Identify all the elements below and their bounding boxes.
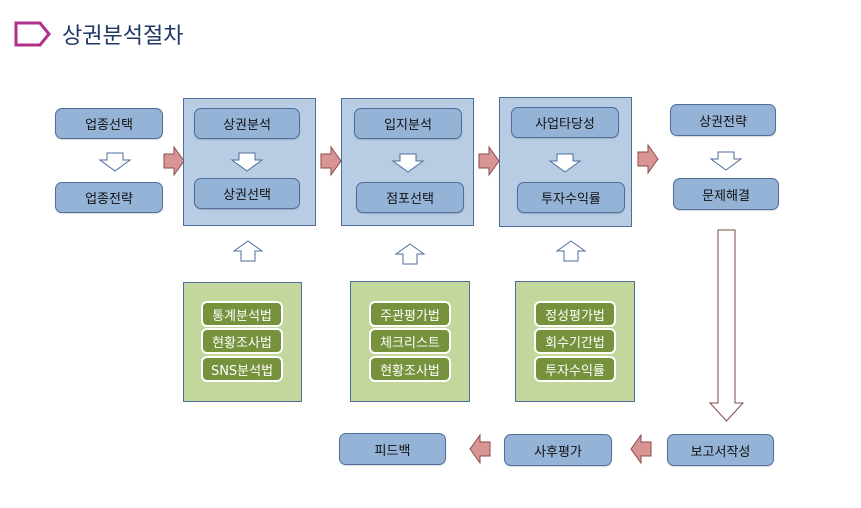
down-arrow-icon <box>391 153 425 173</box>
right-arrow-icon <box>637 143 659 175</box>
location-analysis-box: 입지분석 <box>354 108 462 139</box>
method-item: 정성평가법 <box>534 301 616 327</box>
method-item: 회수기간법 <box>534 328 616 354</box>
right-arrow-icon <box>163 145 185 177</box>
page-title: 상권분석절차 <box>62 24 184 49</box>
method-item: 체크리스트 <box>369 328 451 354</box>
down-arrow-icon <box>548 153 582 173</box>
report-writing-box: 보고서작성 <box>667 434 774 466</box>
right-arrow-icon <box>320 145 342 177</box>
pentagon-tag-icon <box>14 21 51 47</box>
method-item: 현황조사법 <box>201 328 283 354</box>
up-arrow-icon <box>232 240 264 262</box>
left-arrow-icon <box>469 433 491 465</box>
industry-select-box: 업종선택 <box>55 108 163 139</box>
long-down-arrow-icon <box>708 229 745 422</box>
trade-area-select-box: 상권선택 <box>194 178 300 209</box>
method-item: 주관평가법 <box>369 301 451 327</box>
roi-box: 투자수익률 <box>517 182 625 213</box>
post-evaluation-box: 사후평가 <box>504 434 612 466</box>
method-item: 현황조사법 <box>369 356 451 382</box>
right-arrow-icon <box>478 145 500 177</box>
feedback-box: 피드백 <box>339 433 446 465</box>
method-item: 투자수익률 <box>534 356 616 382</box>
method-item: SNS분석법 <box>201 356 283 382</box>
down-arrow-icon <box>709 151 743 171</box>
up-arrow-icon <box>555 240 587 262</box>
down-arrow-icon <box>98 152 132 172</box>
business-feasibility-box: 사업타당성 <box>511 107 619 138</box>
trade-area-analysis-box: 상권분석 <box>194 108 300 139</box>
store-select-box: 점포선택 <box>356 182 464 213</box>
problem-solving-box: 문제해결 <box>673 178 779 210</box>
down-arrow-icon <box>230 152 264 172</box>
left-arrow-icon <box>630 433 652 465</box>
up-arrow-icon <box>394 243 426 265</box>
industry-strategy-box: 업종전략 <box>55 182 163 213</box>
method-item: 통계분석법 <box>201 301 283 327</box>
trade-area-strategy-box: 상권전략 <box>670 104 776 136</box>
